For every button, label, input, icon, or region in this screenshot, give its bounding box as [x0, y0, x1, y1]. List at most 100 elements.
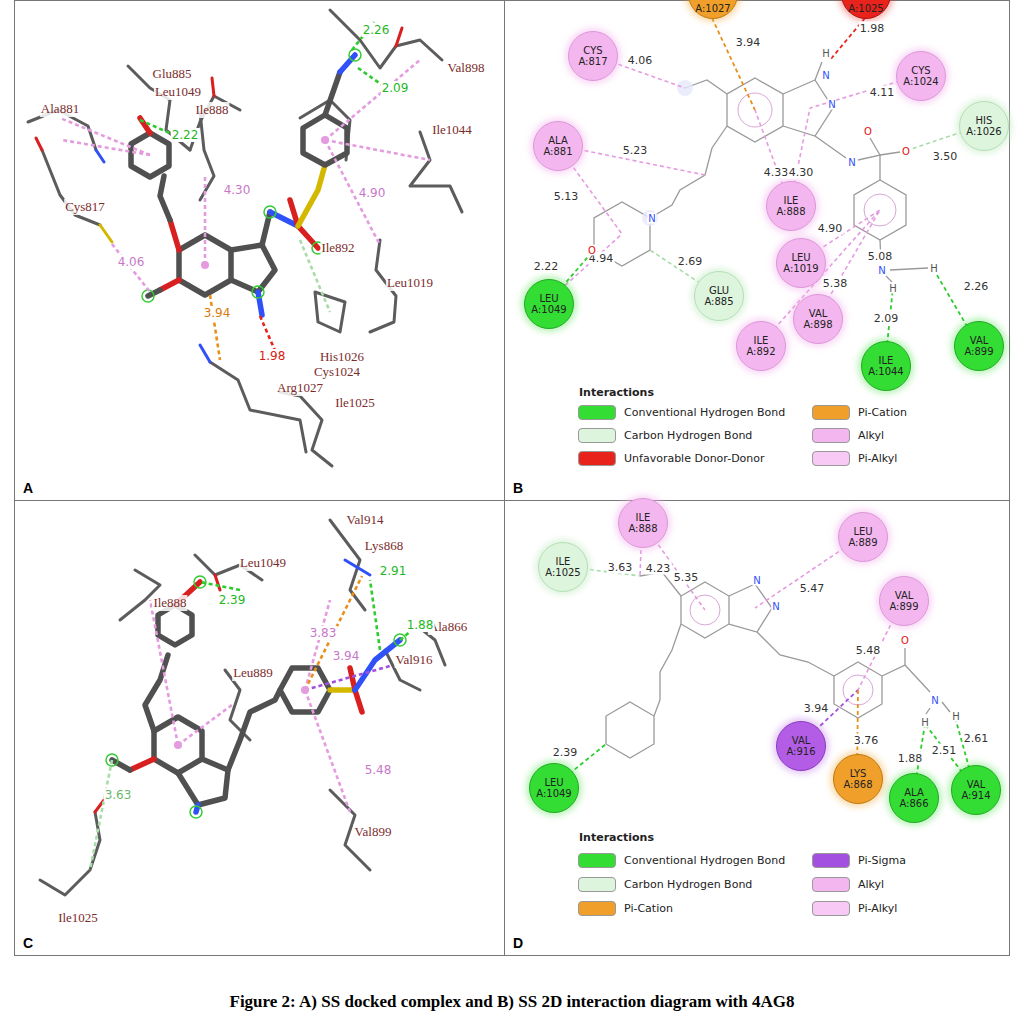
distance-label: 3.83	[309, 626, 338, 640]
distance-label: 2.51	[931, 744, 958, 757]
residue-name: Leu1019	[386, 275, 434, 291]
distance-label: 2.61	[963, 732, 990, 745]
distance-label: 1.98	[258, 349, 287, 363]
residue-name: Cys1024	[313, 364, 361, 380]
legend-swatch	[812, 405, 850, 420]
distance-label: 3.50	[932, 150, 959, 163]
residue-label: ILE A:1025	[543, 556, 583, 579]
distance-label: 2.26	[362, 23, 391, 37]
legend-text: Pi-Cation	[624, 903, 673, 914]
panel-letter: B	[513, 480, 523, 496]
distance-label: 5.48	[855, 644, 882, 657]
residue-label: VAL A:899	[959, 335, 999, 358]
atom-label: H	[929, 263, 939, 274]
legend-text: Pi-Cation	[858, 407, 907, 418]
residue-name: His1026	[319, 349, 365, 365]
residue-circle: ILE A:888	[766, 181, 816, 231]
distance-label: 4.30	[788, 166, 815, 179]
residue-circle: ILE A:888	[618, 498, 668, 548]
atom-label: N	[752, 575, 761, 586]
atom-label: N	[930, 695, 939, 706]
legend-swatch	[578, 451, 616, 466]
distance-label: 2.22	[171, 128, 200, 142]
residue-label: LEU A:1049	[534, 777, 574, 800]
residue-name: Val898	[447, 60, 486, 76]
residue-circle: CYS A:817	[568, 31, 618, 81]
legend-text: Alkyl	[858, 430, 884, 441]
residue-name: Cys817	[64, 199, 106, 215]
residue-label: A:1027	[695, 3, 730, 15]
residue-circle: ILE A:1025	[538, 542, 588, 592]
atom-label: H	[920, 717, 930, 728]
residue-circle: VAL A:899	[879, 576, 929, 626]
atom-label: N	[827, 99, 836, 110]
residue-name: Leu889	[232, 665, 274, 681]
atom-label: N	[821, 70, 830, 81]
distance-label: 4.23	[645, 562, 672, 575]
distance-label: 2.39	[552, 746, 579, 759]
residue-label: LYS A:868	[838, 768, 878, 791]
legend-text: Pi-Alkyl	[858, 453, 897, 464]
residue-label: LEU A:1019	[781, 252, 821, 275]
residue-label: VAL A:914	[956, 779, 996, 802]
atom-label: O	[901, 146, 911, 157]
legend-text: Alkyl	[858, 879, 884, 890]
residue-label: LEU A:1049	[529, 293, 569, 316]
residue-name: Ala881	[40, 101, 80, 117]
distance-label: 2.22	[533, 260, 560, 273]
legend-text: Carbon Hydrogen Bond	[624, 879, 752, 890]
legend-text: Unfavorable Donor-Donor	[624, 453, 765, 464]
distance-label: 2.69	[677, 255, 704, 268]
residue-circle: LEU A:1019	[776, 238, 826, 288]
distance-label: 5.35	[673, 571, 700, 584]
atom-label: O	[863, 126, 873, 137]
panel-letter: C	[23, 935, 33, 951]
atom-label: H	[888, 283, 898, 294]
atom-label: N	[647, 213, 656, 224]
legend-text: Pi-Alkyl	[858, 903, 897, 914]
legend-swatch	[578, 901, 616, 916]
residue-name: Ile1025	[57, 910, 99, 926]
residue-name: Leu1049	[239, 555, 287, 571]
distance-label: 5.08	[867, 250, 894, 263]
legend-heading: Interactions	[578, 831, 655, 844]
atom-label: O	[587, 245, 597, 256]
atom-label: O	[900, 635, 910, 646]
residue-name: Lys868	[364, 538, 404, 554]
distance-label: 1.98	[859, 22, 886, 35]
distance-label: 3.94	[735, 36, 762, 49]
residue-label: CYS A:817	[573, 45, 613, 68]
residue-label: GLU A:885	[699, 285, 739, 308]
atom-label: H	[821, 48, 831, 59]
distance-label: 5.47	[799, 582, 826, 595]
distance-label: 1.88	[406, 618, 435, 632]
residue-label: A:1025	[848, 3, 883, 15]
residue-circle: VAL A:914	[951, 765, 1001, 815]
residue-name: Ile892	[320, 240, 355, 256]
distance-label: 2.26	[963, 280, 990, 293]
legend-swatch	[578, 405, 616, 420]
residue-circle: ALA A:866	[889, 773, 939, 823]
distance-label: 2.09	[381, 81, 410, 95]
legend-swatch	[812, 451, 850, 466]
residue-circle: VAL A:899	[954, 321, 1004, 371]
residue-circle: GLU A:885	[694, 271, 744, 321]
atom-label: H	[951, 711, 961, 722]
atom-label: N	[877, 265, 886, 276]
distance-label: 3.63	[607, 561, 634, 574]
panel-letter: A	[23, 480, 33, 496]
residue-name: Glu885	[152, 66, 193, 82]
residue-circle: LEU A:1049	[524, 279, 574, 329]
residue-name: Arg1027	[276, 380, 324, 396]
legend-text: Pi-Sigma	[858, 855, 906, 866]
residue-label: HIS A:1026	[964, 115, 1004, 138]
legend-text: Conventional Hydrogen Bond	[624, 407, 785, 418]
legend-swatch	[578, 428, 616, 443]
distance-label: 4.06	[627, 54, 654, 67]
legend-swatch	[578, 877, 616, 892]
distance-label: 5.48	[364, 763, 393, 777]
distance-label: 4.30	[223, 183, 252, 197]
distance-label: 4.11	[869, 86, 896, 99]
distance-label: 4.33	[763, 166, 790, 179]
